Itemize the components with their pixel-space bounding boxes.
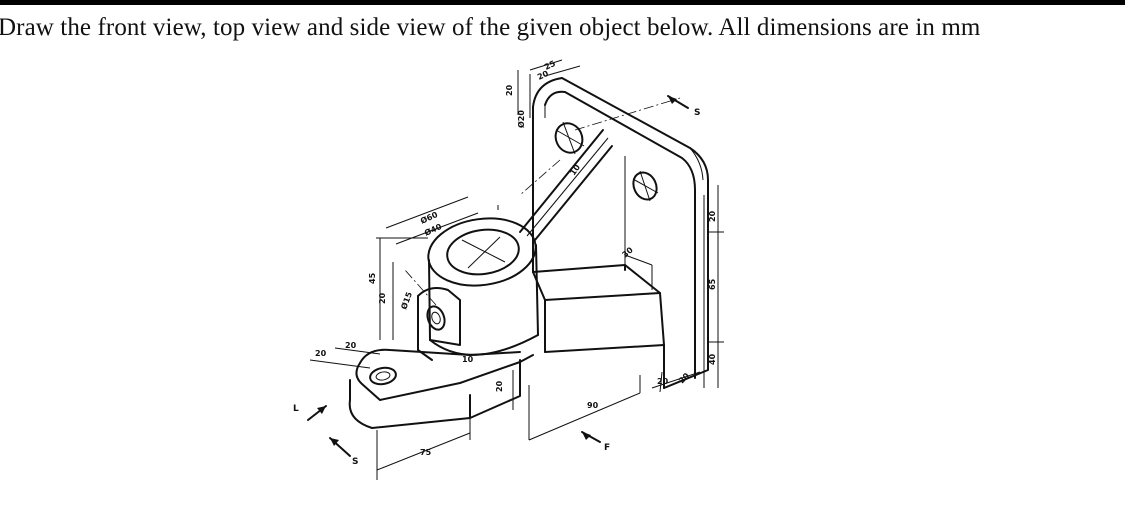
dim-d1: 20 <box>315 349 327 358</box>
view-arrow-side-bottom: S <box>329 437 358 467</box>
dim-d21: 25 <box>543 59 557 72</box>
dim-d14: 20 <box>378 292 387 304</box>
dim-d8: 40 <box>708 353 717 365</box>
dim-d10: 20 <box>708 210 717 222</box>
center-lines <box>404 97 681 306</box>
question-text: Draw the front view, top view and side v… <box>0 14 981 41</box>
dimension-lines <box>309 59 724 480</box>
view-arrow-left: L <box>293 404 327 421</box>
dim-d22: 10 <box>568 163 582 178</box>
view-label-left: L <box>293 404 299 414</box>
dim-d19: Ø20 <box>516 110 526 128</box>
side-lug <box>417 287 461 361</box>
dim-d6: 20 <box>657 377 669 386</box>
dim-d18: 20 <box>505 84 514 96</box>
dim-d11: 30 <box>621 245 636 259</box>
plate-hole-upper <box>554 121 585 155</box>
dim-d7: 20 <box>677 371 692 386</box>
view-label-side: S <box>352 457 358 467</box>
dim-d3: 75 <box>420 448 432 457</box>
dim-d9: 65 <box>708 278 717 290</box>
view-label-side-top: S <box>694 108 700 118</box>
dim-d15: Ø15 <box>398 290 414 311</box>
plate-hole-right <box>632 170 659 202</box>
back-plate <box>532 77 709 389</box>
diagonal-rib <box>497 129 613 241</box>
dim-d20: 20 <box>536 69 550 82</box>
base-block <box>532 264 665 389</box>
top-border-line <box>0 0 1125 5</box>
view-arrow-side-top: S <box>667 95 700 118</box>
view-label-front: F <box>604 443 610 453</box>
dim-d12: 10 <box>462 355 474 364</box>
dim-d13: 45 <box>368 272 377 284</box>
dim-d4: 20 <box>495 380 504 392</box>
foot-plate <box>348 348 534 429</box>
dim-d2: 20 <box>345 341 357 350</box>
dim-d5: 90 <box>587 401 599 410</box>
view-arrow-front: F <box>581 431 610 453</box>
boss-cylinder <box>427 217 539 356</box>
